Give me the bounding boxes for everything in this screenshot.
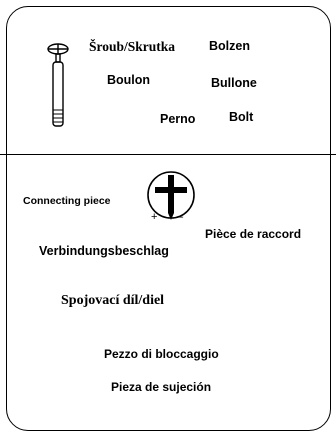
label-connecting-en: Connecting piece xyxy=(23,195,111,207)
connecting-piece-plus-sign: + xyxy=(151,211,158,223)
label-connecting-es: Pieza de sujeción xyxy=(111,380,212,394)
bolt-icon xyxy=(47,43,69,127)
label-connecting-it: Pezzo di bloccaggio xyxy=(104,347,219,361)
label-bolt-es: Perno xyxy=(160,112,196,126)
label-bolt-en: Bolt xyxy=(229,110,254,124)
label-bolt-cz-sk: Šroub/Skrutka xyxy=(89,39,176,54)
label-bolt-it: Bullone xyxy=(211,76,257,90)
connecting-piece-icon xyxy=(147,171,195,220)
label-connecting-cz-sk: Spojovací díl/diel xyxy=(61,293,165,308)
connecting-piece-minus-sign: – xyxy=(177,211,184,223)
label-connecting-fr: Pièce de raccord xyxy=(205,227,302,241)
label-bolt-de: Bolzen xyxy=(209,39,250,53)
label-bolt-fr: Boulon xyxy=(107,73,151,87)
section-divider xyxy=(0,154,336,155)
label-connecting-de: Verbindungsbeschlag xyxy=(39,244,169,258)
